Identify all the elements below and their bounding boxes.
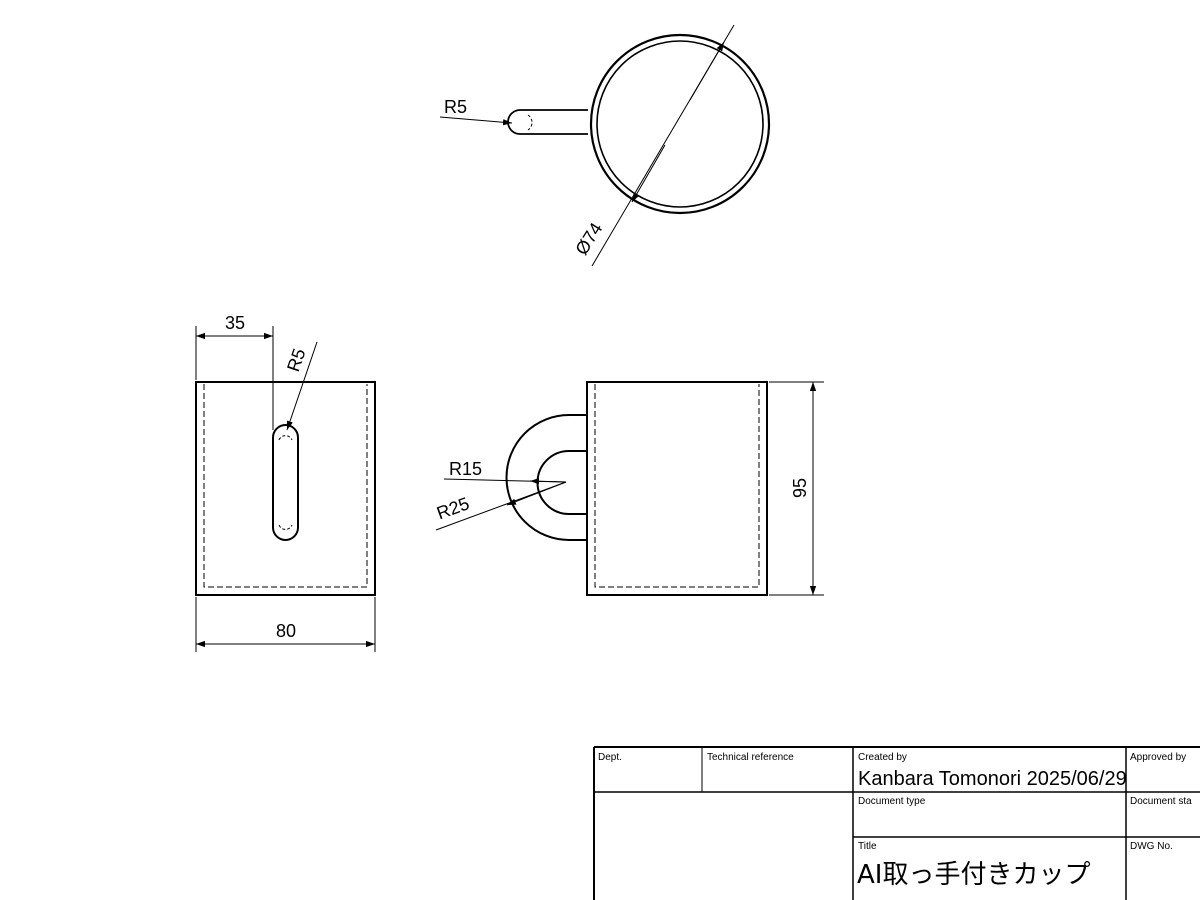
diameter-arrow-upper [689, 41, 725, 101]
left-handle-hidden-arc-top [278, 435, 293, 441]
created-by-label: Created by [858, 752, 907, 763]
top-r5-label: R5 [444, 97, 467, 117]
dept-label: Dept. [598, 752, 622, 763]
cup-outer-circle [589, 33, 771, 215]
technical-reference-label: Technical reference [707, 752, 794, 763]
r25-arrow [506, 481, 567, 506]
dim95-label: 95 [790, 478, 810, 498]
r15-arrow [529, 478, 567, 485]
top-r5-leader [439, 116, 513, 126]
left-r5-leader [286, 341, 318, 431]
dwg-no-label: DWG No. [1130, 841, 1173, 852]
top-view [439, 24, 771, 267]
left-inner-hidden-wall [203, 384, 368, 588]
cup-inner-circle [596, 40, 764, 208]
front-inner-hidden-wall [594, 384, 760, 588]
left-handle-slot [272, 424, 299, 541]
approved-by-label: Approved by [1130, 752, 1186, 763]
document-status-label: Document sta [1130, 796, 1192, 807]
title-value: AI取っ手付きカップ [857, 860, 1090, 890]
diameter-arrow-lower [631, 144, 666, 203]
front-handle-inner [536, 450, 587, 515]
r15-label: R15 [449, 459, 482, 479]
front-view [435, 381, 824, 596]
created-by-value: Kanbara Tomonori 2025/06/29 [858, 768, 1127, 790]
top-diameter-label: Ø74 [571, 219, 606, 258]
left-body-outline [195, 381, 376, 596]
title-label: Title [858, 841, 877, 852]
left-handle-hidden-arc-bottom [278, 524, 293, 530]
dim35-label: 35 [225, 313, 245, 333]
left-view [195, 326, 376, 652]
front-handle-outer [505, 414, 587, 541]
handle-top-hidden-arc [527, 114, 533, 131]
left-r5-label: R5 [283, 346, 309, 374]
dim80-label: 80 [276, 621, 296, 641]
handle-top-outline [507, 109, 588, 135]
front-body-outline [586, 381, 768, 596]
document-type-label: Document type [858, 796, 926, 807]
title-block [593, 746, 1200, 900]
